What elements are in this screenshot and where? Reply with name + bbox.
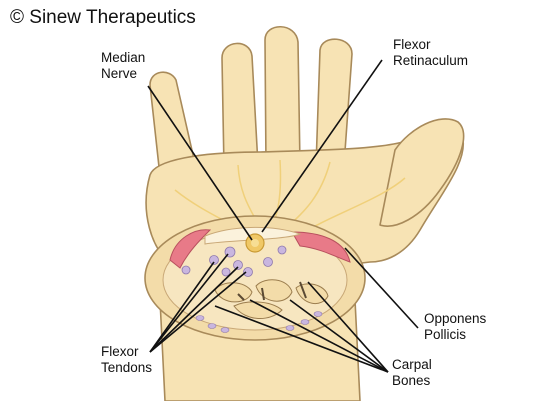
ring-details [195,311,323,333]
hand [145,26,465,401]
label-median-nerve: Median Nerve [101,50,146,81]
leader-opponens-pollicis [344,247,419,329]
label-flexor-retinaculum: Flexor Retinaculum [393,37,469,68]
leader-carpal-bones-4 [307,281,389,373]
leader-carpal-bones-1 [214,305,389,373]
opponens-pollicis-muscle [291,231,351,263]
leader-flexor-tendons-3 [149,266,239,353]
ring-finger [221,42,259,169]
label-opponens-pollicis: Opponens Pollicis [424,311,487,342]
carpal-bones [214,279,329,319]
leader-carpal-bones-3 [289,299,389,373]
label-flexor-tendons: Flexor Tendons [101,344,153,375]
leader-flexor-retinaculum [261,59,383,233]
bone-marks [237,281,307,301]
middle-finger [264,26,301,167]
leader-flexor-tendons-4 [149,271,247,353]
median-nerve-core [251,239,259,247]
thumb [379,118,465,227]
leader-lines [147,59,419,373]
wrist-cross-section [144,215,366,341]
leader-flexor-tendons-1 [149,253,229,353]
leader-median-nerve [147,85,253,241]
hypothenar-muscle [169,229,212,269]
index-finger [315,38,353,167]
label-carpal-bones: Carpal Bones [392,357,432,388]
copyright-text: © Sinew Therapeutics [10,7,196,28]
leader-flexor-tendons-2 [149,261,215,353]
leader-carpal-bones-2 [249,299,389,373]
